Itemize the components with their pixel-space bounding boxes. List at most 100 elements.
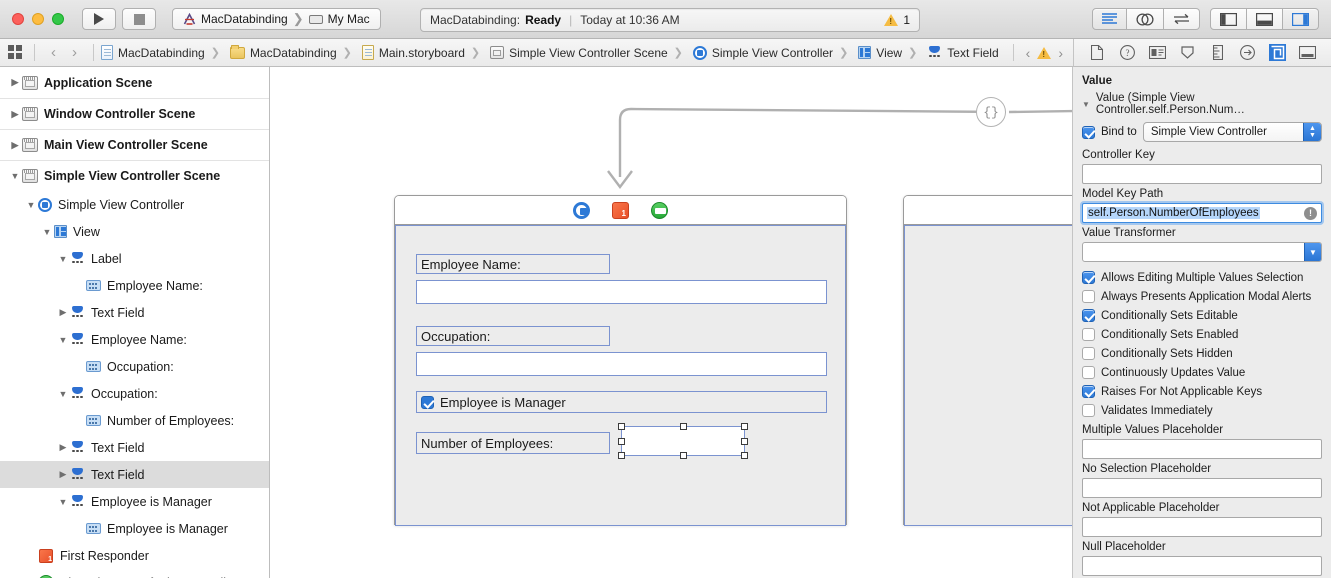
status-warning-group[interactable]: 1: [884, 13, 910, 27]
resize-handle-top-center[interactable]: [680, 423, 687, 430]
option-checkbox[interactable]: [1082, 366, 1095, 379]
attributes-inspector-icon[interactable]: [1178, 44, 1197, 62]
storyboard-canvas[interactable]: {} Employee Name: Occupation: Employee i…: [271, 67, 1072, 578]
checkbox-icon[interactable]: [421, 395, 434, 409]
option-checkbox[interactable]: [1082, 309, 1095, 322]
disclosure-triangle-icon[interactable]: ▼: [58, 496, 68, 507]
outline-row[interactable]: Number of Employees:: [0, 407, 269, 434]
text-field-occupation[interactable]: [416, 352, 827, 376]
editor-assistant-button[interactable]: [1127, 8, 1164, 30]
outline-row[interactable]: ▼Employee Name:: [0, 326, 269, 353]
outline-row[interactable]: ▶Text Field: [0, 461, 269, 488]
identity-inspector-icon[interactable]: [1148, 44, 1167, 62]
scheme-selector[interactable]: MacDatabinding ❯ My Mac: [172, 8, 381, 30]
outline-row[interactable]: Shared User Defaults Controller: [0, 569, 269, 578]
disclosure-triangle-icon[interactable]: ▼: [58, 334, 68, 345]
model-key-path-input[interactable]: self.Person.NumberOfEmployees !: [1082, 203, 1322, 223]
connections-inspector-icon[interactable]: [1238, 44, 1257, 62]
second-scene-view[interactable]: [904, 225, 1072, 526]
disclosure-triangle-icon[interactable]: ▼: [58, 388, 68, 399]
outline-row[interactable]: Employee Name:: [0, 272, 269, 299]
option-checkbox[interactable]: [1082, 290, 1095, 303]
disclosure-triangle-icon[interactable]: ▶: [59, 307, 67, 317]
quick-help-inspector-icon[interactable]: ?: [1118, 44, 1137, 62]
binding-option-row[interactable]: Conditionally Sets Enabled: [1082, 325, 1322, 344]
editor-standard-button[interactable]: [1092, 8, 1127, 30]
placeholder-input[interactable]: [1082, 556, 1322, 576]
disclosure-triangle-icon[interactable]: ▶: [11, 139, 19, 150]
bindings-inspector-icon[interactable]: [1268, 44, 1287, 62]
placeholder-input[interactable]: [1082, 478, 1322, 498]
back-button[interactable]: ‹: [51, 44, 56, 61]
related-items-icon[interactable]: [8, 45, 23, 60]
close-button[interactable]: [12, 13, 24, 25]
breadcrumb-item-storyboard[interactable]: Main.storyboard: [339, 45, 467, 60]
disclosure-triangle-icon[interactable]: ▼: [58, 253, 68, 264]
binding-option-row[interactable]: Allows Editing Multiple Values Selection: [1082, 268, 1322, 287]
resize-handle-top-left[interactable]: [618, 423, 625, 430]
stop-button[interactable]: [122, 8, 156, 30]
disclosure-triangle-icon[interactable]: ▼: [10, 171, 20, 181]
breadcrumb-item-text-field[interactable]: Text Field: [904, 45, 1001, 60]
checkbox-employee-is-manager[interactable]: Employee is Manager: [416, 391, 827, 413]
simple-view-controller-scene[interactable]: Employee Name: Occupation: Employee is M…: [394, 195, 847, 526]
disclosure-triangle-icon[interactable]: ▶: [11, 108, 19, 119]
run-button[interactable]: [82, 8, 116, 30]
outline-row[interactable]: ▼View: [0, 218, 269, 245]
editor-version-button[interactable]: [1164, 8, 1200, 30]
outline-row[interactable]: ▶Application Scene: [0, 67, 269, 98]
breadcrumb-item-view-controller[interactable]: Simple View Controller: [670, 45, 835, 60]
bind-to-popup[interactable]: Simple View Controller ▲▼: [1142, 122, 1322, 142]
minimize-button[interactable]: [32, 13, 44, 25]
outline-row[interactable]: ▼Simple View Controller Scene: [0, 160, 269, 191]
resize-handle-bottom-left[interactable]: [618, 452, 625, 459]
breadcrumb-item-project-file[interactable]: MacDatabinding: [99, 45, 207, 60]
label-occupation[interactable]: Occupation:: [416, 326, 610, 346]
selected-text-field[interactable]: [618, 423, 748, 459]
debug-toggle-button[interactable]: [1247, 8, 1283, 30]
option-checkbox[interactable]: [1082, 404, 1095, 417]
option-checkbox[interactable]: [1082, 385, 1095, 398]
outline-row[interactable]: ▼Simple View Controller: [0, 191, 269, 218]
navigator-toggle-button[interactable]: [1210, 8, 1247, 30]
outline-row[interactable]: ▼Employee is Manager: [0, 488, 269, 515]
outline-row[interactable]: ▼Occupation:: [0, 380, 269, 407]
effects-inspector-icon[interactable]: [1298, 44, 1317, 62]
inspector-toggle-button[interactable]: [1283, 8, 1319, 30]
chevron-down-icon[interactable]: ▼: [1082, 99, 1090, 109]
disclosure-triangle-icon[interactable]: ▼: [42, 226, 52, 237]
size-inspector-icon[interactable]: [1208, 44, 1227, 62]
option-checkbox[interactable]: [1082, 347, 1095, 360]
text-field-employee-name[interactable]: [416, 280, 827, 304]
user-defaults-controller-icon[interactable]: [651, 201, 668, 219]
disclosure-triangle-icon[interactable]: ▶: [59, 442, 67, 452]
value-transformer-combo[interactable]: ▼: [1082, 242, 1322, 262]
scene-view[interactable]: Employee Name: Occupation: Employee is M…: [395, 225, 846, 526]
label-number-of-employees[interactable]: Number of Employees:: [416, 432, 610, 454]
breadcrumb-item-view[interactable]: View: [835, 46, 904, 60]
outline-row[interactable]: Occupation:: [0, 353, 269, 380]
next-issue-button[interactable]: ›: [1058, 44, 1063, 61]
binding-option-row[interactable]: Conditionally Sets Editable: [1082, 306, 1322, 325]
zoom-button[interactable]: [52, 13, 64, 25]
warning-triangle-icon[interactable]: [1037, 46, 1052, 59]
outline-row[interactable]: Employee is Manager: [0, 515, 269, 542]
breadcrumb-item-scene[interactable]: Simple View Controller Scene: [467, 46, 670, 60]
binding-badge[interactable]: {}: [976, 97, 1006, 127]
outline-row[interactable]: ▶Main View Controller Scene: [0, 129, 269, 160]
resize-handle-middle-right[interactable]: [741, 438, 748, 445]
outline-row[interactable]: ▼Label: [0, 245, 269, 272]
option-checkbox[interactable]: [1082, 328, 1095, 341]
outline-row[interactable]: ▶Text Field: [0, 299, 269, 326]
document-outline[interactable]: ▶Application Scene▶Window Controller Sce…: [0, 67, 270, 578]
placeholder-input[interactable]: [1082, 517, 1322, 537]
forward-button[interactable]: ›: [72, 44, 77, 61]
placeholder-input[interactable]: [1082, 439, 1322, 459]
label-employee-name[interactable]: Employee Name:: [416, 254, 610, 274]
disclosure-triangle-icon[interactable]: ▶: [11, 77, 19, 87]
breadcrumb-item-folder[interactable]: MacDatabinding: [207, 44, 339, 60]
second-scene[interactable]: T: [903, 195, 1072, 526]
file-inspector-icon[interactable]: [1088, 44, 1107, 62]
disclosure-triangle-icon[interactable]: ▼: [26, 199, 36, 210]
binding-option-row[interactable]: Conditionally Sets Hidden: [1082, 344, 1322, 363]
